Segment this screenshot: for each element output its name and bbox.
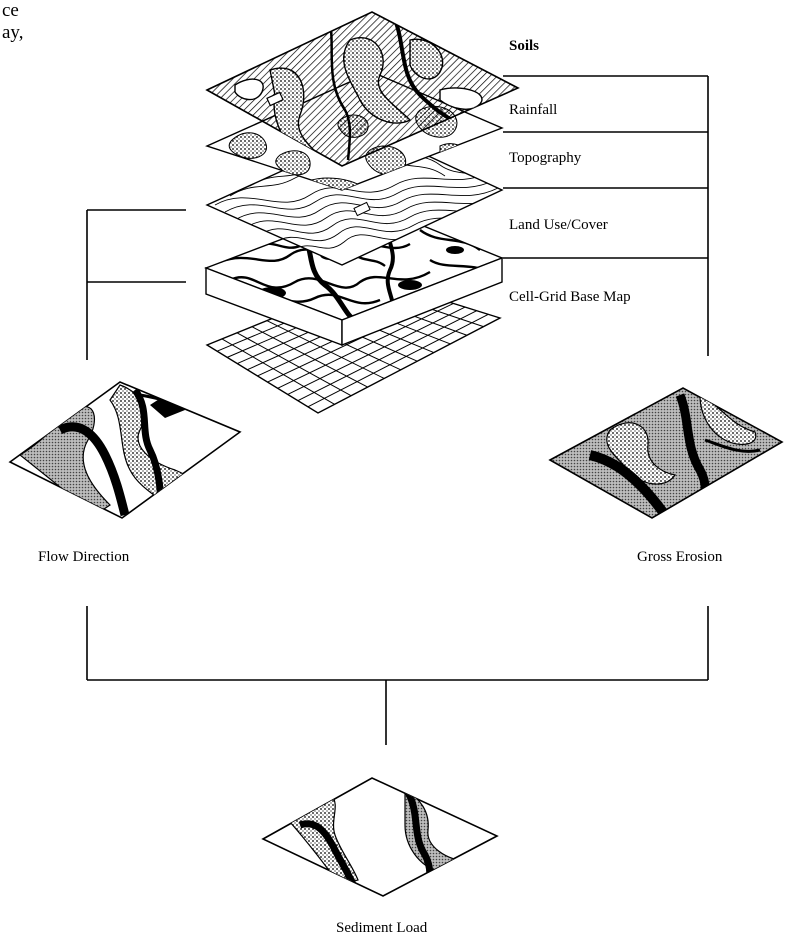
grid-line — [287, 306, 466, 395]
left-bracket-lines — [86, 209, 186, 360]
cropped-text-fragment: ce ay, — [2, 0, 24, 43]
soils-layer — [205, 11, 520, 167]
layer-label-land-use: Land Use/Cover — [509, 217, 608, 233]
output-label-flow-direction: Flow Direction — [38, 549, 130, 565]
layer-label-topography: Topography — [509, 150, 582, 166]
grid-line — [307, 313, 489, 408]
output-label-sediment-load: Sediment Load — [336, 920, 428, 936]
layer-label-soils: Soils — [509, 38, 540, 54]
gross-erosion-map — [548, 387, 784, 519]
flow-direction-map — [8, 381, 242, 519]
grid-line — [266, 320, 385, 379]
output-label-gross-erosion: Gross Erosion — [637, 549, 723, 565]
grid-line — [236, 332, 352, 397]
layer-label-cell-grid: Cell-Grid Base Map — [509, 289, 631, 305]
grid-line — [221, 338, 335, 405]
combine-connector-lines — [86, 606, 709, 745]
sediment-load-map — [261, 777, 499, 897]
right-bracket-lines — [503, 75, 709, 356]
grid-line — [277, 303, 454, 389]
grid-line — [251, 326, 368, 388]
grid-line — [297, 310, 477, 402]
land-use-layer — [204, 204, 504, 347]
layer-label-rainfall: Rainfall — [509, 102, 558, 118]
